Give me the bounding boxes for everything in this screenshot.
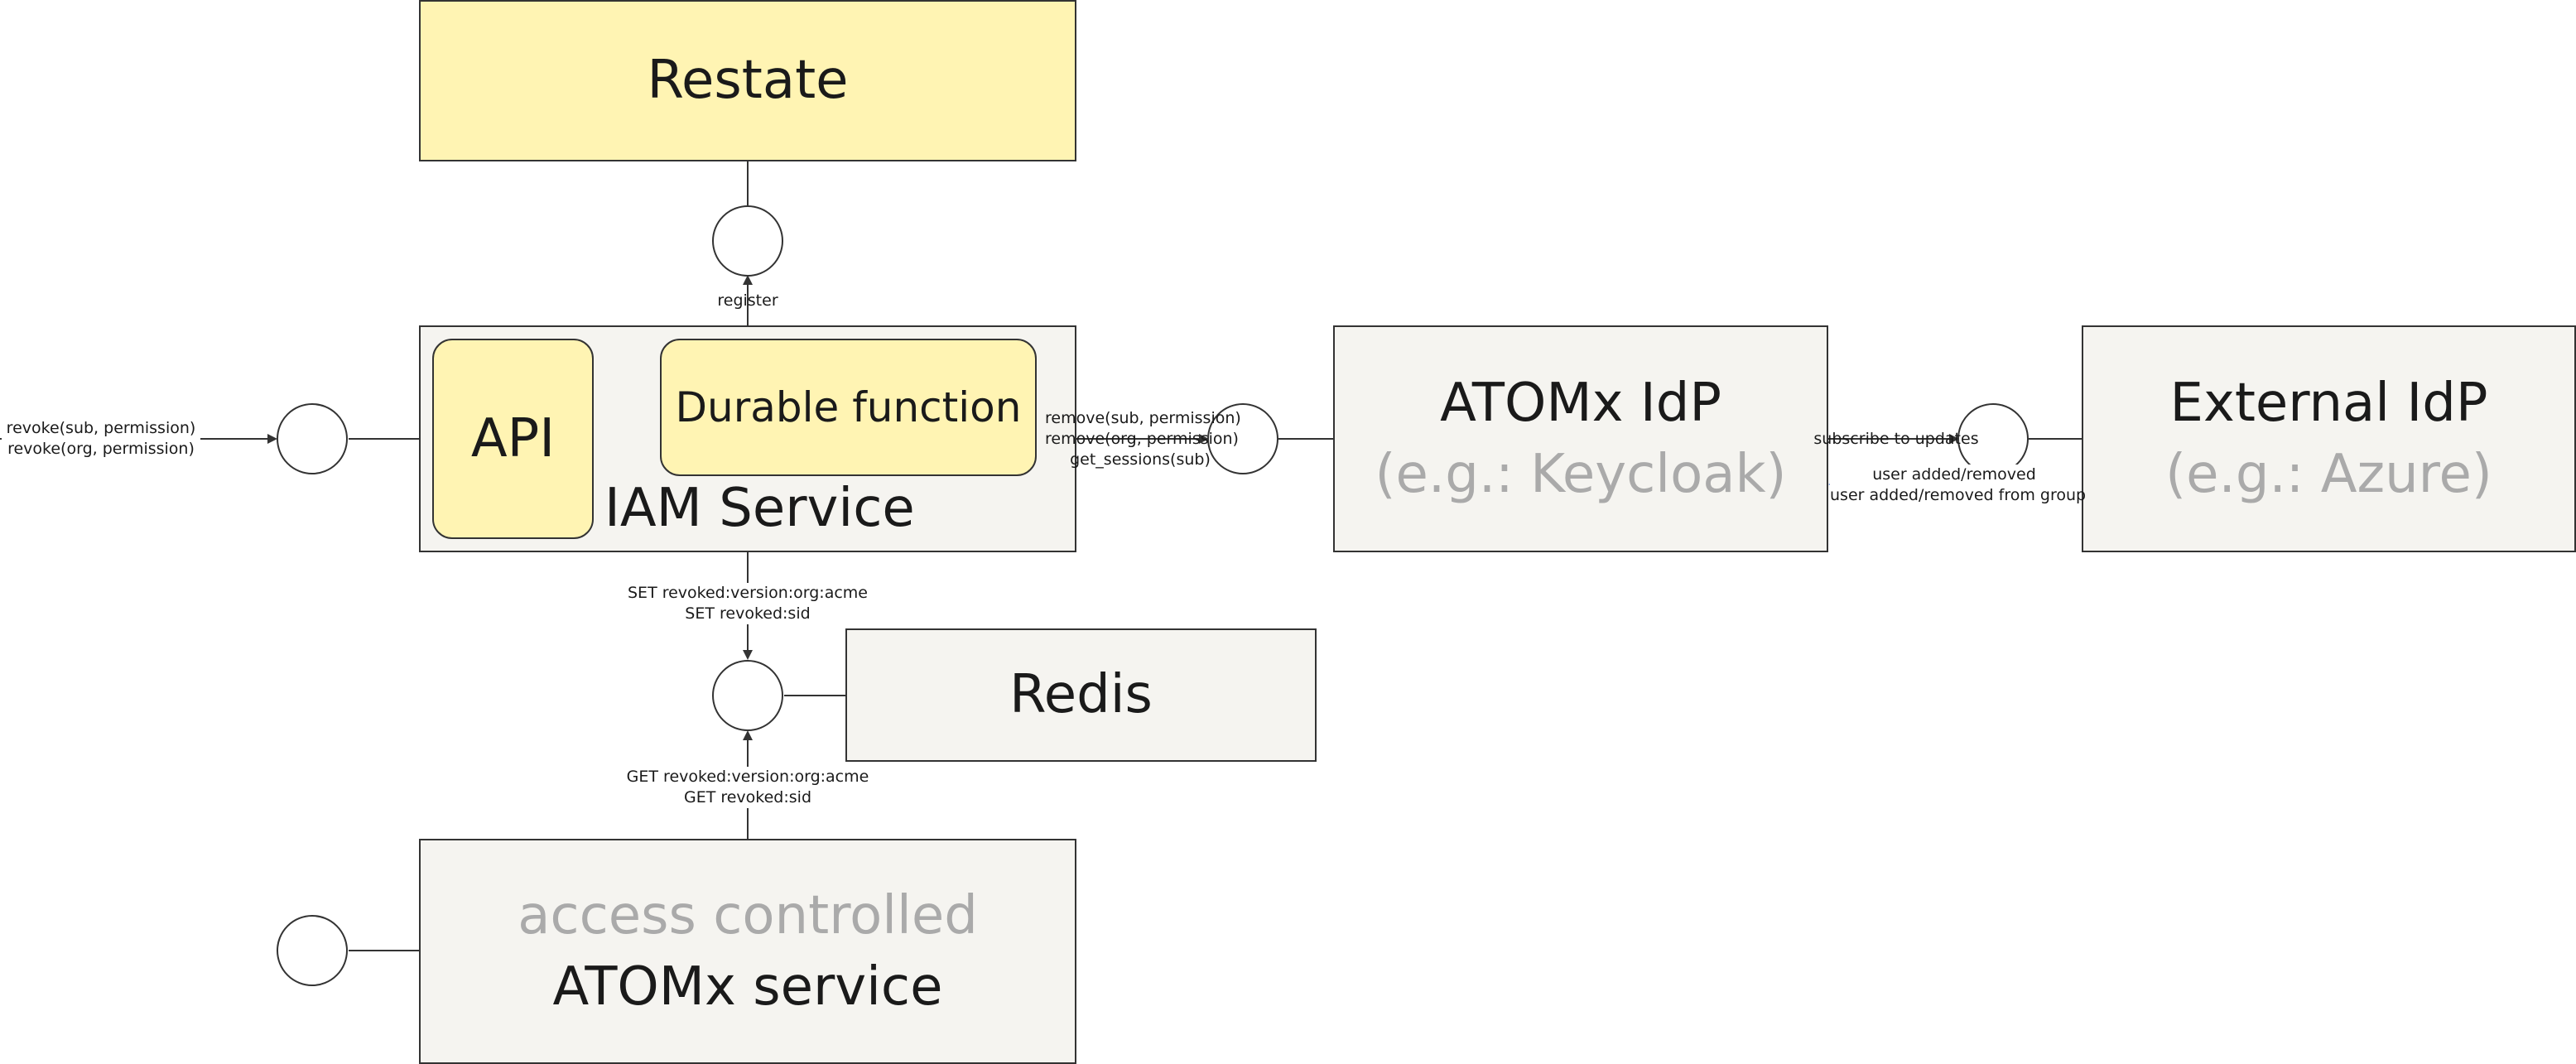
register-text: register: [717, 291, 778, 310]
iam-service-title: IAM Service: [604, 478, 915, 539]
redis-title: Redis: [1009, 664, 1153, 726]
api-component[interactable]: API: [432, 339, 594, 539]
atomx-idp-title: ATOMx IdP: [1440, 372, 1721, 434]
iam-service-node[interactable]: API Durable function IAM Service: [419, 325, 1076, 552]
revoke-line-1: revoke(sub, permission): [6, 419, 196, 437]
access-service-interface[interactable]: [277, 915, 348, 986]
idp-calls-label: remove(sub, permission) remove(org, perm…: [1045, 408, 1241, 470]
redis-get-label: GET revoked:version:org:acme GET revoked…: [624, 767, 872, 808]
atomx-idp-subtitle: (e.g.: Keycloak): [1375, 444, 1787, 505]
redis-get-line-1: GET revoked:version:org:acme: [626, 768, 869, 786]
redis-get-line-2: GET revoked:sid: [683, 788, 812, 806]
redis-interface[interactable]: [712, 660, 783, 731]
access-service-subtitle: access controlled: [518, 884, 978, 946]
access-service-title: ATOMx service: [552, 956, 943, 1018]
external-idp-subtitle: (e.g.: Azure): [2165, 444, 2492, 505]
restate-node[interactable]: Restate: [419, 0, 1076, 161]
atomx-idp-interface[interactable]: [1207, 403, 1278, 474]
redis-set-line-2: SET revoked:sid: [685, 604, 811, 623]
revoke-label: revoke(sub, permission) revoke(org, perm…: [2, 418, 200, 460]
subscribe-label: subscribe to updates: [1813, 429, 1979, 450]
idp-calls-line-1: remove(sub, permission): [1045, 409, 1241, 427]
register-label: register: [698, 291, 797, 311]
idp-calls-line-2: remove(org, permission): [1045, 430, 1239, 448]
restate-interface[interactable]: [712, 205, 783, 277]
atomx-idp-node[interactable]: ATOMx IdP (e.g.: Keycloak): [1333, 325, 1828, 552]
api-title: API: [470, 407, 556, 469]
user-events-line-2: user added/removed from group: [1830, 486, 2087, 504]
external-idp-title: External IdP: [2169, 372, 2488, 434]
redis-set-line-1: SET revoked:version:org:acme: [628, 584, 868, 602]
user-events-line-1: user added/removed: [1872, 465, 2036, 484]
restate-title: Restate: [647, 50, 849, 112]
access-service-node[interactable]: access controlled ATOMx service: [419, 839, 1076, 1064]
external-idp-node[interactable]: External IdP (e.g.: Azure): [2082, 325, 2576, 552]
durable-function-title: Durable function: [675, 383, 1022, 431]
redis-node[interactable]: Redis: [845, 628, 1317, 762]
subscribe-text: subscribe to updates: [1813, 430, 1979, 448]
user-events-label: user added/removed user added/removed fr…: [1830, 465, 2087, 506]
durable-function-component[interactable]: Durable function: [660, 339, 1037, 476]
redis-set-label: SET revoked:version:org:acme SET revoked…: [624, 583, 872, 624]
idp-calls-line-3: get_sessions(sub): [1070, 450, 1211, 469]
iam-interface[interactable]: [277, 403, 348, 474]
revoke-line-2: revoke(org, permission): [7, 440, 195, 458]
